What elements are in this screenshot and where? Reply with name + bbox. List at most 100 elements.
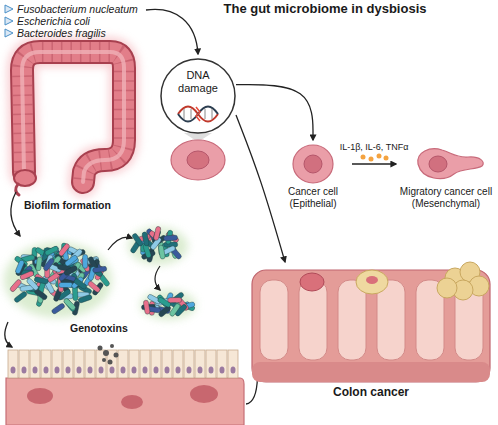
epithelial-cells: [11, 367, 16, 374]
flow-arrow: [108, 237, 132, 250]
biofilm-bacteria: [73, 278, 87, 290]
circle-outline: [178, 107, 218, 122]
circle-outline: [161, 59, 235, 133]
colon-organ: [14, 52, 124, 195]
biofilm-bacteria: [143, 300, 150, 315]
biofilm-glow: [140, 290, 196, 320]
epithelial-cells: [66, 367, 71, 374]
genotoxin-particles: [103, 350, 109, 356]
cytokine-dots: [384, 156, 389, 161]
biofilm-bacteria: [78, 294, 93, 303]
tissue-outline: [252, 270, 490, 382]
biofilm-bacteria: [141, 292, 195, 318]
epithelial-cells: [220, 367, 225, 374]
mucosa-tissue: [121, 395, 143, 409]
epithelial-cells: [74, 350, 84, 378]
epithelial-cells: [198, 367, 203, 374]
epithelial-cells: [165, 367, 170, 374]
biofilm-bacteria: [44, 245, 59, 256]
epithelial-cells: [217, 350, 227, 378]
cell-outline: [293, 145, 333, 183]
biofilm-bacteria: [158, 245, 165, 260]
epithelial-cells: [162, 350, 172, 378]
biofilm-bacteria: [59, 283, 73, 288]
epithelial-cells: [176, 367, 181, 374]
epithelial-cells: [173, 350, 183, 378]
epithelial-cells: [19, 350, 29, 378]
tissue-outline: [260, 280, 288, 360]
connector-arrow: [236, 115, 285, 262]
colon-organ: [22, 52, 124, 182]
epithelial-cells: [77, 367, 82, 374]
epithelial-cells: [154, 367, 159, 374]
cytokine-dots: [369, 157, 374, 162]
diagram-title: The gut microbiome in dysbiosis: [205, 2, 445, 17]
tissue-outline: [250, 262, 492, 386]
circle-outline: [212, 109, 213, 119]
edge-label: IL-1β, IL-6, TNFα: [338, 142, 411, 152]
colon-organ: [22, 52, 124, 182]
bacteria-markers: [5, 29, 13, 37]
biofilm-bacteria: [92, 266, 107, 273]
biofilm-bacteria: [9, 279, 22, 293]
biofilm-bacteria: [142, 232, 150, 247]
node-text: Migratory cancer cell (Mesenchymal): [398, 186, 494, 209]
epithelial-cells: [231, 367, 236, 374]
damaged-cell: [171, 140, 225, 180]
connector-arrow: [236, 85, 313, 140]
tissue-outline: [338, 280, 366, 360]
epithelial-cells: [8, 350, 18, 378]
biofilm-bacteria: [87, 280, 101, 293]
damaged-cell: [187, 151, 209, 169]
epithelial-cells: [143, 367, 148, 374]
epithelial-cells: [184, 350, 194, 378]
circle-outline: [196, 107, 200, 121]
genotoxin-particles: [102, 358, 106, 362]
epithelial-cells: [187, 367, 192, 374]
bacterium-name: Fusobacterium nucleatum: [17, 3, 138, 15]
bacterium-name: Escherichia coli: [17, 15, 90, 27]
circle-outline: [184, 109, 185, 119]
biofilm-bacteria: [19, 270, 34, 280]
bacteria-markers: [5, 5, 13, 13]
flow-arrow: [146, 9, 198, 54]
bacteria-markers: [5, 17, 13, 25]
biofilm-bacteria: [51, 303, 65, 315]
biofilm-bacteria: [72, 287, 78, 301]
biofilm-bacteria: [132, 233, 144, 247]
epithelial-cells: [30, 350, 40, 378]
mesenchymal-cell: Migratory cancer cell (Mesenchymal): [396, 140, 496, 211]
circle-outline: [191, 109, 192, 119]
epithelial-cells: [22, 367, 27, 374]
node-text: DNA damage: [174, 69, 222, 94]
flow-arrow: [5, 322, 12, 347]
cytokine-dots: [361, 154, 389, 162]
epithelial-cells: [151, 350, 161, 378]
mucosa-tissue: [190, 385, 218, 403]
biofilm-bacteria: [153, 226, 161, 241]
epithelial-cells: [118, 350, 128, 378]
colon-organ: [22, 52, 124, 182]
mucosa-tissue: [6, 378, 244, 425]
genotoxin-particles: [114, 353, 119, 358]
genotoxin-particles: [98, 346, 103, 351]
flow-arrow: [155, 266, 160, 290]
epithelial-cells: [129, 350, 139, 378]
epithelial-cells: [110, 367, 115, 374]
biofilm-bacteria: [34, 276, 49, 284]
mucosa-tissue: [27, 388, 53, 404]
mcell-outline: [418, 149, 483, 179]
epithelial-cells: [195, 350, 205, 378]
biofilm-bacteria: [63, 265, 78, 276]
bacterium-name: Bacteroides fragilis: [17, 27, 106, 39]
epithelial-cells: [140, 350, 150, 378]
circle-outline: [205, 109, 206, 119]
biofilm-glow: [128, 227, 188, 265]
tissue-outline: [356, 270, 388, 294]
epithelial-cells: [55, 367, 60, 374]
biofilm-glow: [4, 227, 196, 320]
biofilm-bacteria: [36, 257, 43, 272]
cytokine-dots: [361, 155, 366, 160]
epithelial-cells: [52, 350, 62, 378]
epithelial-cells: [99, 367, 104, 374]
